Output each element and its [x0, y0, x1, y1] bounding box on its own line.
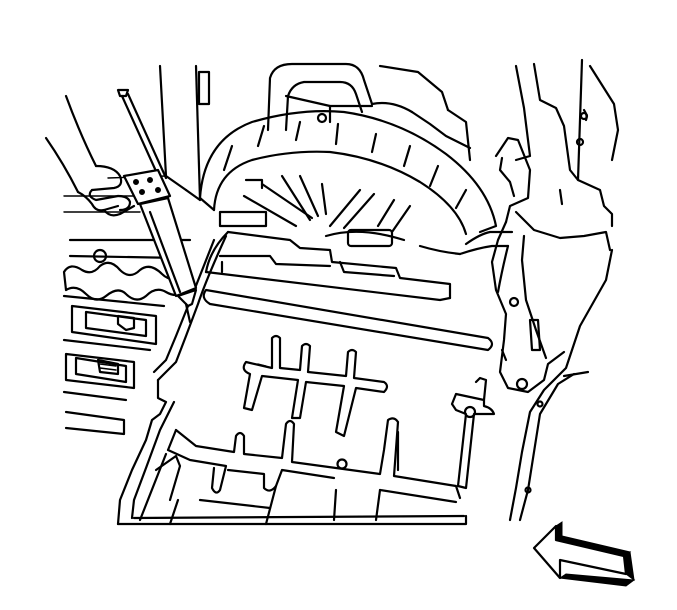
forward-arrow-icon: [532, 521, 636, 587]
floor-pan-bottom-edge: [116, 514, 468, 526]
upper-bracket: [266, 62, 472, 162]
floor-pan-ribs: [138, 334, 496, 526]
tail-panel-rails: [202, 210, 494, 352]
spare-wheel-well: [198, 110, 498, 256]
right-quarter-panel: [458, 58, 620, 522]
hand-with-sealer-gun: [44, 88, 198, 324]
